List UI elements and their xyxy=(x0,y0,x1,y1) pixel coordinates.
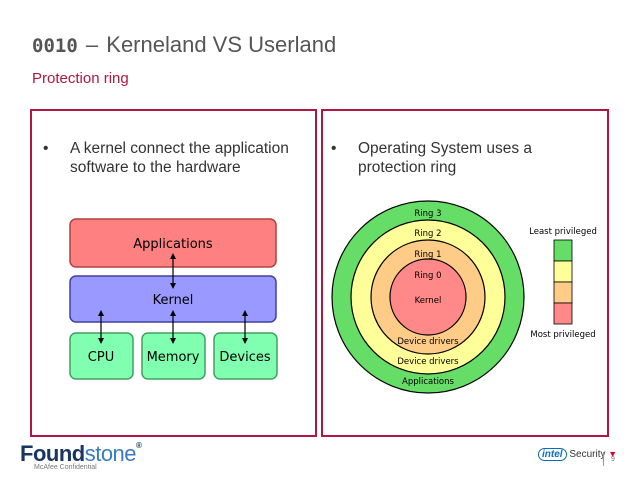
bullet-dot: • xyxy=(43,140,49,157)
bullet-dot: • xyxy=(331,140,337,157)
left-bullet: • A kernel connect the application softw… xyxy=(43,139,300,177)
left-bullet-text: A kernel connect the application softwar… xyxy=(70,140,289,176)
kernel-center-label: Kernel xyxy=(415,296,442,306)
logo-stone: stone xyxy=(84,441,137,466)
devices-label: Devices xyxy=(219,350,270,365)
kernel-label: Kernel xyxy=(153,293,194,308)
right-bullet-text: Operating System uses a protection ring xyxy=(358,140,533,176)
slide-title: 0010 – Kerneland VS Userland xyxy=(32,32,336,58)
security-wordmark: Security xyxy=(569,449,606,460)
intel-wordmark: intel xyxy=(538,448,567,461)
legend-swatch-ring0 xyxy=(553,302,573,325)
footer-divider xyxy=(603,452,604,466)
protection-ring-diagram: Ring 3 Ring 2 Ring 1 Ring 0 Kernel Devic… xyxy=(331,200,597,394)
legend-swatch-ring1 xyxy=(553,281,573,304)
ring-3-label: Ring 3 xyxy=(414,209,441,219)
page-number: 9 xyxy=(611,456,615,463)
ring-2-label: Ring 2 xyxy=(414,229,441,239)
legend-swatch-ring2 xyxy=(553,260,573,283)
confidential-label: McAfee Confidential xyxy=(34,464,97,471)
title-code: 0010 xyxy=(32,35,78,57)
intel-security-logo: intel Security ▼ xyxy=(538,448,618,461)
ring-2-drivers-label: Device drivers xyxy=(397,357,459,367)
left-panel: • A kernel connect the application softw… xyxy=(30,109,317,437)
legend-bottom-label: Most privileged xyxy=(530,330,595,340)
ring-1-label: Ring 1 xyxy=(414,250,441,260)
ring-1-drivers-label: Device drivers xyxy=(397,337,459,347)
logo-registered-mark: ® xyxy=(136,441,142,450)
ring-0 xyxy=(389,258,467,336)
legend-top-label: Least privileged xyxy=(529,227,597,237)
ring-0-label: Ring 0 xyxy=(414,271,441,281)
mcafee-shield-icon: ▼ xyxy=(608,449,618,459)
slide-subtitle: Protection ring xyxy=(32,70,129,87)
title-dash: – xyxy=(85,32,99,57)
right-panel: • Operating System uses a protection rin… xyxy=(321,109,609,437)
kernel-diagram: Applications Kernel CPU Memory Devices xyxy=(69,218,278,380)
applications-label: Applications xyxy=(133,237,213,252)
ring-3-apps-label: Applications xyxy=(402,377,454,387)
cpu-label: CPU xyxy=(88,350,114,365)
logo-found: Found xyxy=(20,441,85,466)
legend-swatch-ring3 xyxy=(553,239,573,262)
right-bullet: • Operating System uses a protection rin… xyxy=(331,139,588,177)
memory-label: Memory xyxy=(147,350,200,365)
foundstone-logo: Foundstone® xyxy=(20,441,142,467)
title-text: Kerneland VS Userland xyxy=(106,32,337,57)
